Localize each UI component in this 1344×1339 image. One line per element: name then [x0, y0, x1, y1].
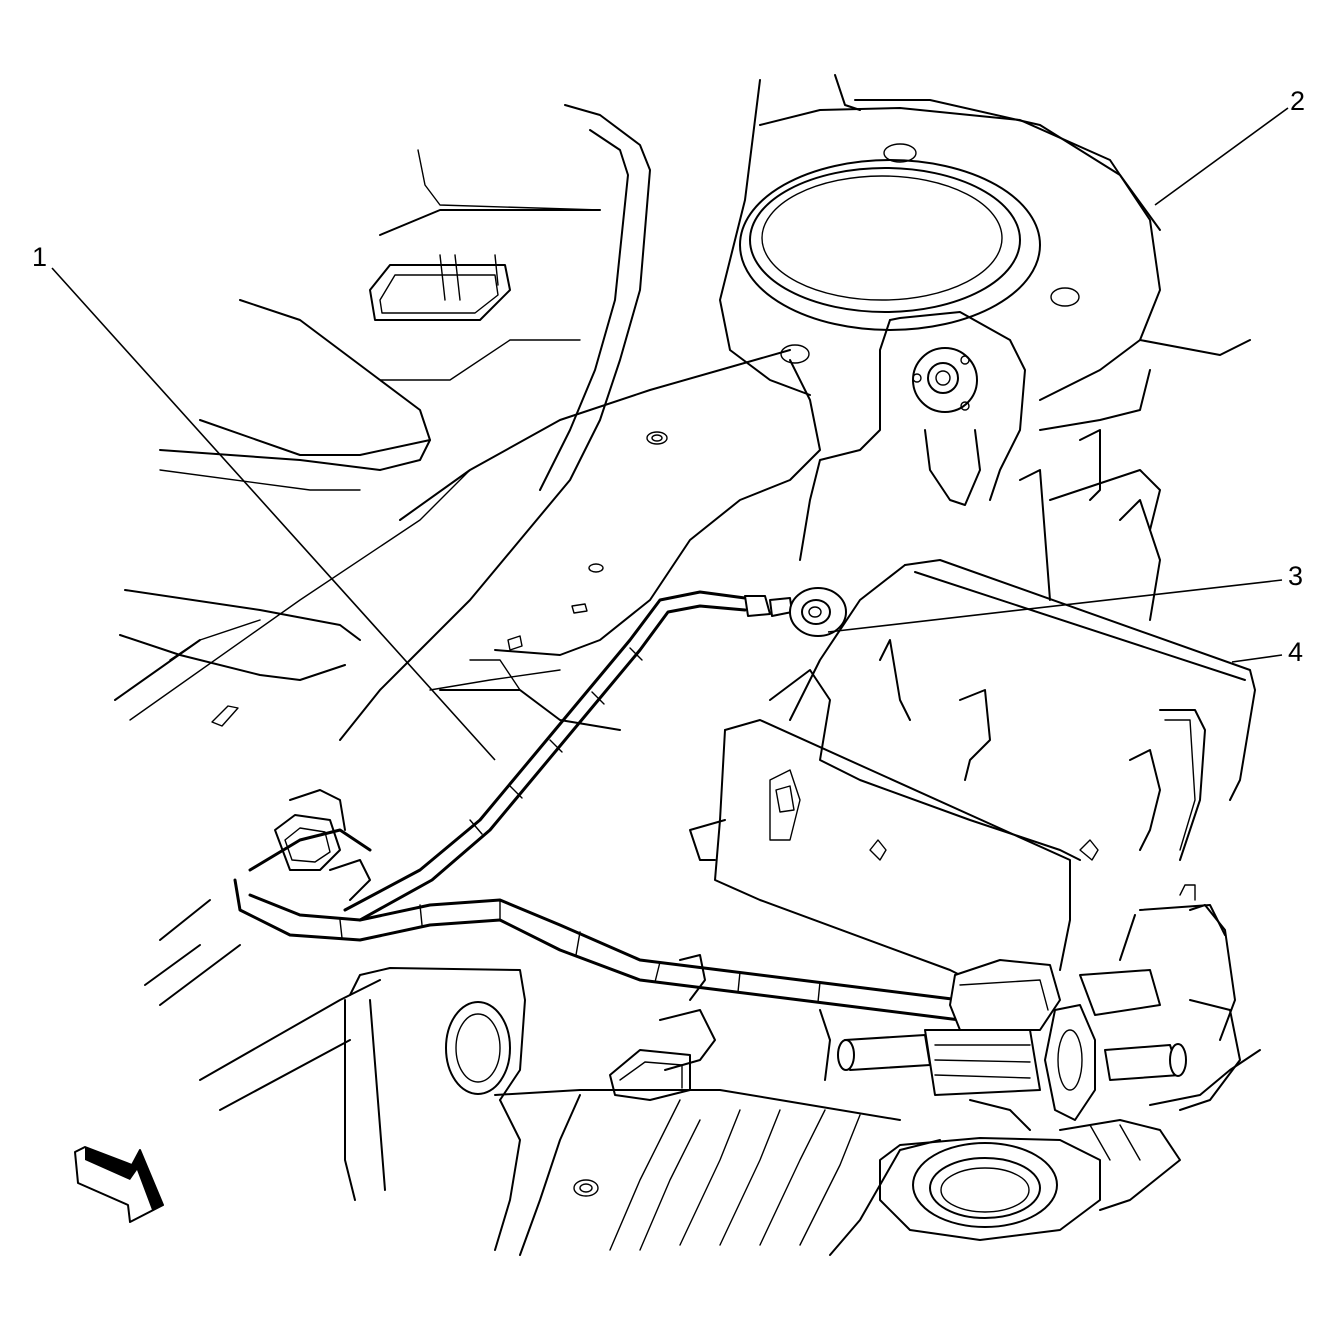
leader-3 [827, 579, 1283, 633]
leader-1 [51, 267, 496, 761]
callout-3: 3 [1288, 561, 1303, 591]
solenoid-valve-assembly [837, 959, 1241, 1131]
fuse-block-bracket [689, 429, 1256, 1041]
callout-4: 4 [1288, 637, 1303, 667]
left-fender-panel [114, 104, 651, 741]
leader-4 [1231, 654, 1283, 663]
cowl-panel [211, 349, 821, 731]
wiring-harness [233, 789, 962, 1101]
leader-2 [1154, 107, 1289, 206]
callout-2: 2 [1290, 86, 1305, 116]
callout-leaders [51, 107, 1289, 761]
engine-cover [144, 899, 1261, 1256]
forward-direction-arrow-icon [74, 1146, 164, 1223]
callout-1: 1 [32, 242, 47, 272]
strut-tower [719, 74, 1251, 561]
ground-cable [343, 587, 847, 922]
